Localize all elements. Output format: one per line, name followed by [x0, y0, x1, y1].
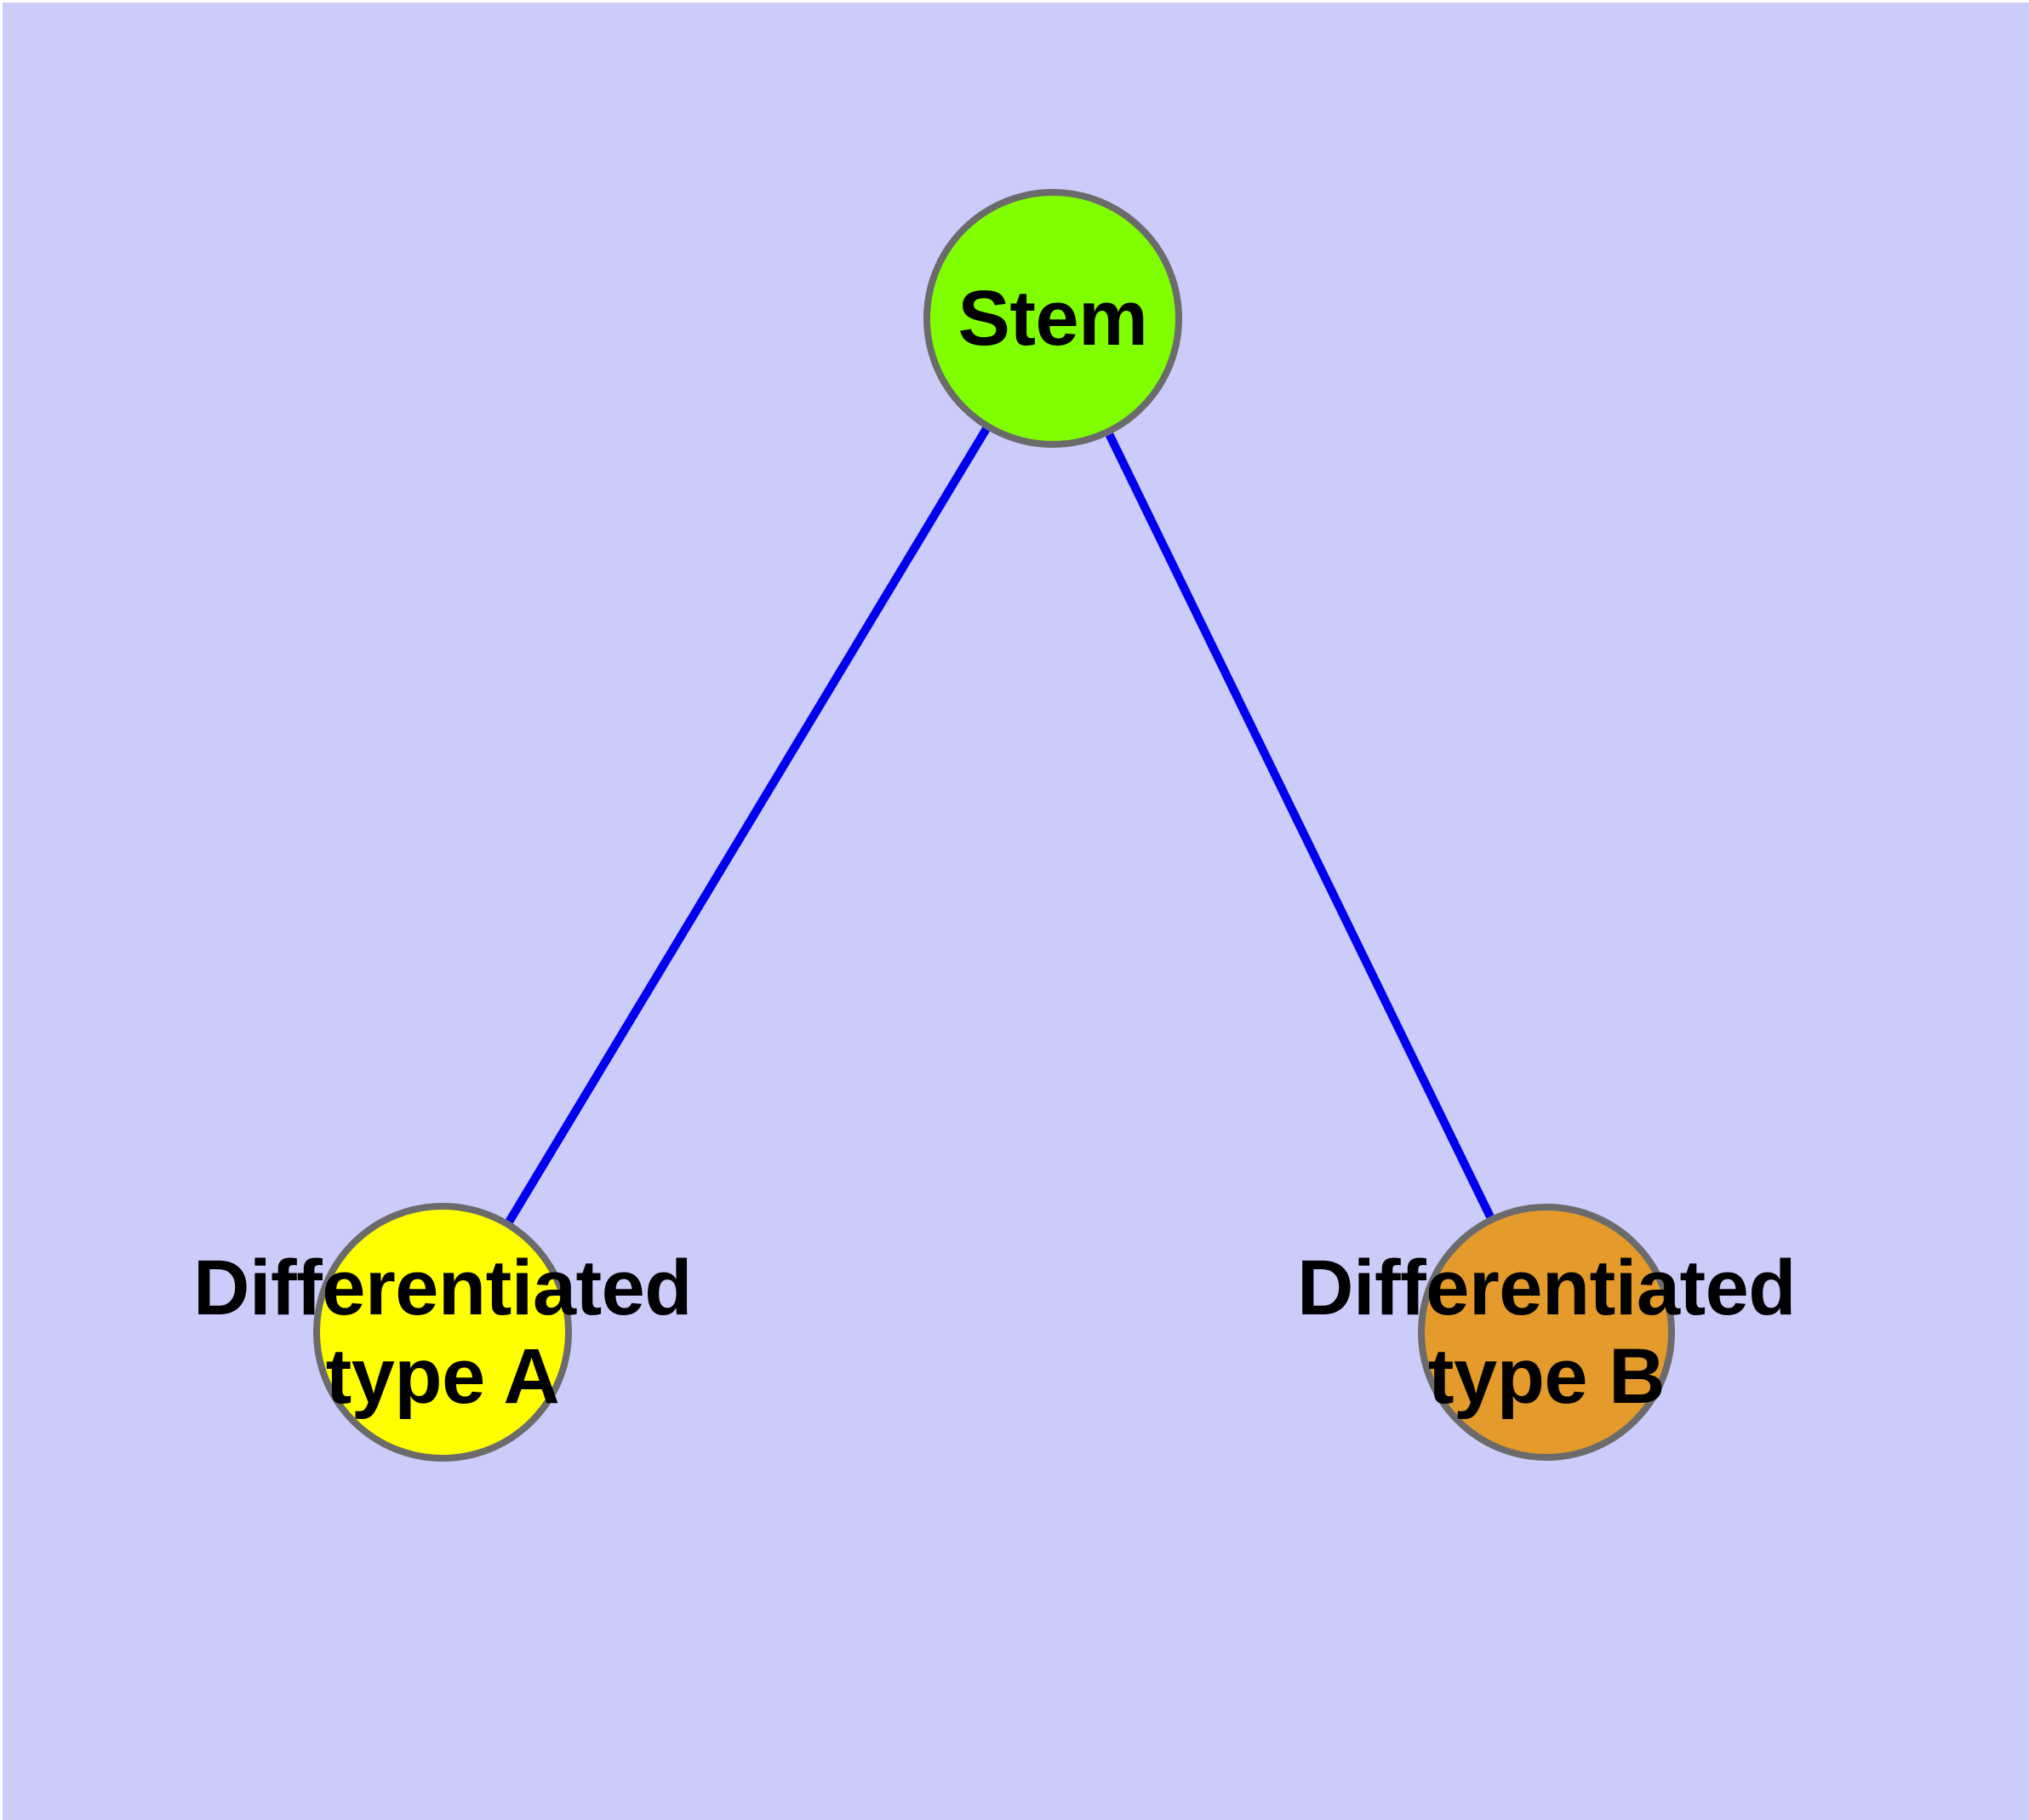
node-differentiated-type-a[interactable]: [313, 1203, 572, 1462]
node-layer: [313, 189, 1675, 1462]
edge-stem-to-diff-b: [1106, 432, 1495, 1219]
edge-stem-to-diff-a: [506, 426, 990, 1224]
node-stem[interactable]: [923, 189, 1182, 448]
edge-layer: [506, 426, 1495, 1224]
node-differentiated-type-b[interactable]: [1418, 1204, 1675, 1461]
